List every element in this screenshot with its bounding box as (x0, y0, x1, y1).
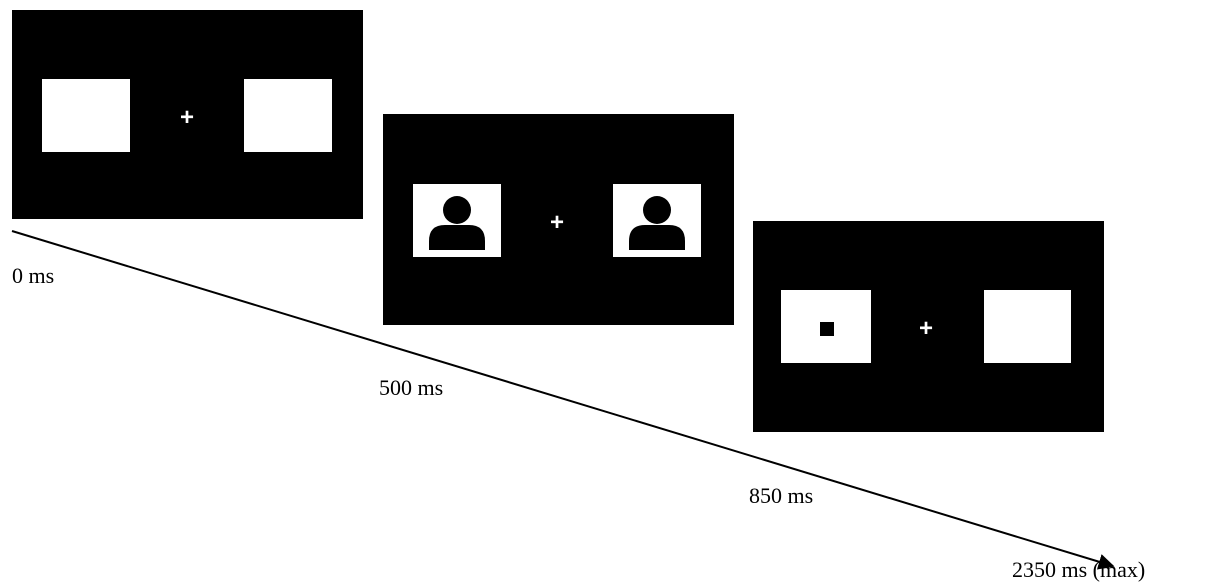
left-placeholder-box (42, 79, 130, 152)
person-icon (629, 196, 685, 250)
screen-probe: + (753, 221, 1104, 432)
fixation-cross: + (549, 209, 564, 236)
left-face-box (413, 184, 501, 257)
fixation-cross: + (918, 315, 933, 342)
right-empty-box (984, 290, 1071, 363)
time-label-850: 850 ms (749, 483, 814, 508)
right-face-box (613, 184, 701, 257)
time-label-500: 500 ms (379, 375, 444, 400)
right-placeholder-box (244, 79, 332, 152)
screen-face-cues: + (383, 114, 734, 325)
time-label-0: 0 ms (12, 263, 55, 288)
screen-fixation-placeholders: + (12, 10, 363, 219)
time-label-2350-max: 2350 ms (max) (1012, 557, 1146, 582)
person-icon (429, 196, 485, 250)
left-probe-box (781, 290, 871, 363)
fixation-cross: + (179, 104, 194, 131)
probe-dot (820, 322, 834, 336)
